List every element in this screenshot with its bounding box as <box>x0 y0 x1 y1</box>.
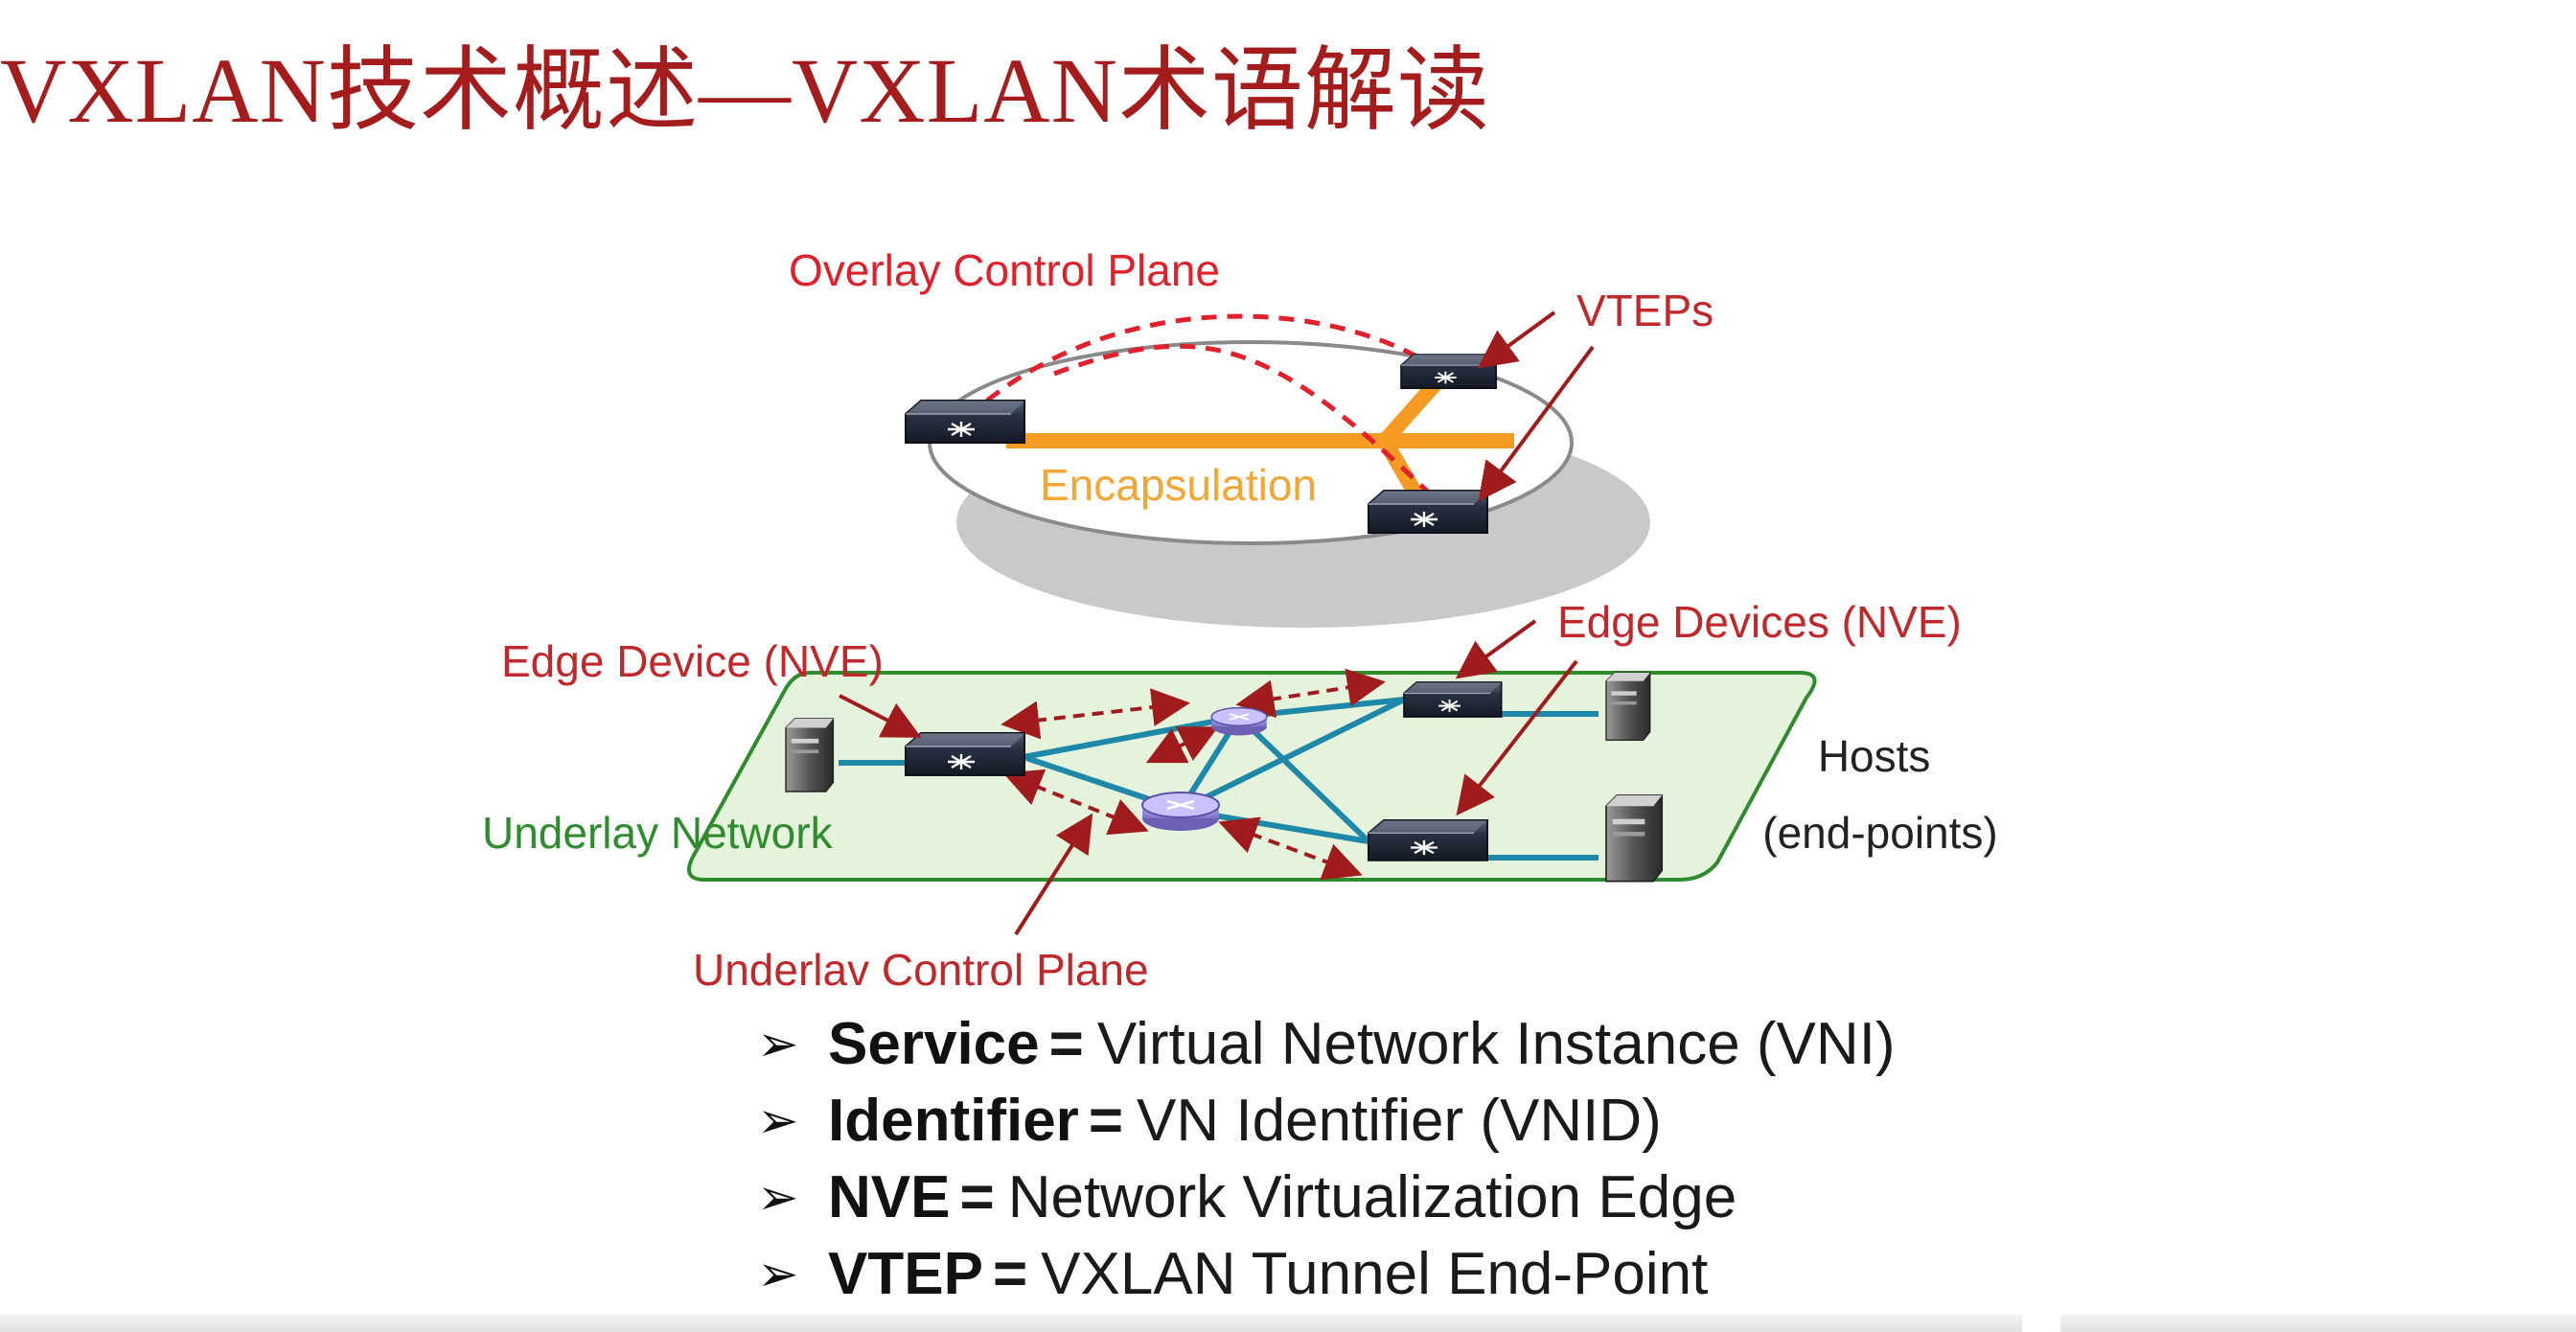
vtep-switch-top <box>1400 354 1498 390</box>
vteps-label: VTEPs <box>1576 286 1714 335</box>
term-name: NVE <box>828 1164 951 1230</box>
underlay-control-plane-arrows <box>1000 668 1386 881</box>
bullet-arrow-icon: ➢ <box>757 1169 799 1227</box>
term-name: Service <box>828 1011 1040 1077</box>
edge-devices-nve-label: Edge Devices (NVE) <box>1557 597 1962 647</box>
edge-devices-arrows <box>1455 619 1578 816</box>
underlay-control-plane-label: Underlav Control Plane <box>693 945 1149 995</box>
encapsulation-label: Encapsulation <box>1040 460 1317 510</box>
hosts-label: Hosts (end-points) <box>1762 731 1997 858</box>
slide-footer-strip <box>0 1315 2576 1332</box>
term-equals: = <box>1088 1088 1124 1154</box>
vtep-switch-left <box>904 399 1026 445</box>
vteps-arrows <box>1477 310 1595 502</box>
slide-title: VXLAN技术概述—VXLAN术语解读 <box>0 39 1490 142</box>
hosts-label-line1: Hosts <box>1818 731 1931 781</box>
term-name: VTEP <box>828 1241 983 1307</box>
vxlan-terminology-diagram: Encapsulation Overlay Control Plane VTEP… <box>482 245 1998 995</box>
underlay-control-plane-arrow <box>1014 813 1093 936</box>
terminology-list: ➢ Service=Virtual Network Instance (VNI)… <box>757 1006 2195 1313</box>
term-equals: = <box>1048 1011 1084 1077</box>
core-router-center <box>1140 791 1221 833</box>
bullet-arrow-icon: ➢ <box>757 1016 799 1073</box>
edge-switch-top-right <box>1403 681 1503 719</box>
term-equals: = <box>959 1164 995 1230</box>
term-definition: VXLAN Tunnel End-Point <box>1041 1241 1709 1307</box>
underlay-network-label: Underlay Network <box>482 808 834 858</box>
edge-device-arrow <box>839 694 922 738</box>
overlay-control-plane-label: Overlay Control Plane <box>789 245 1220 295</box>
host-server-top-right <box>1605 672 1651 742</box>
term-definition: VN Identifier (VNID) <box>1137 1088 1662 1154</box>
edge-device-nve-label: Edge Device (NVE) <box>501 636 884 686</box>
term-name: Identifier <box>828 1088 1079 1154</box>
term-equals: = <box>992 1241 1028 1307</box>
bullet-arrow-icon: ➢ <box>757 1092 799 1150</box>
term-item-service: ➢ Service=Virtual Network Instance (VNI) <box>757 1006 2195 1083</box>
host-server-bottom-right <box>1605 794 1664 883</box>
term-definition: Virtual Network Instance (VNI) <box>1096 1011 1896 1077</box>
term-definition: Network Virtualization Edge <box>1007 1164 1737 1230</box>
host-server-left <box>785 718 835 792</box>
overlay-control-plane-link <box>985 313 1435 498</box>
term-item-vtep: ➢ VTEP=VXLAN Tunnel End-Point <box>757 1236 2195 1313</box>
vtep-switch-bottom <box>1367 489 1489 535</box>
term-item-identifier: ➢ Identifier=VN Identifier (VNID) <box>757 1083 2195 1160</box>
bullet-arrow-icon: ➢ <box>757 1246 799 1303</box>
edge-switch-bottom-right <box>1367 818 1489 862</box>
term-item-nve: ➢ NVE=Network Virtualization Edge <box>757 1160 2195 1236</box>
edge-switch-left <box>904 731 1026 777</box>
hosts-label-line2: (end-points) <box>1762 808 1997 858</box>
core-router-top <box>1210 706 1268 737</box>
